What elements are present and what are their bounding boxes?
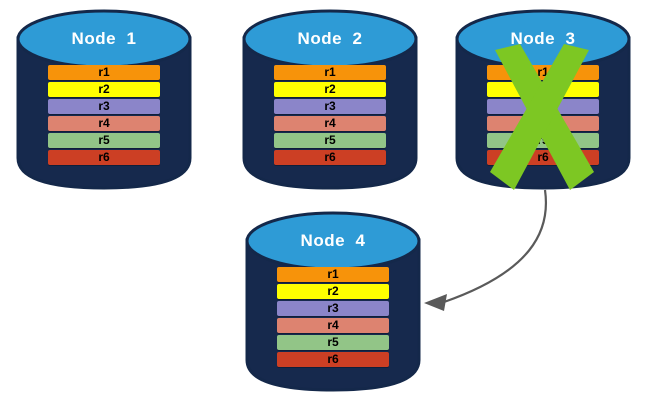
node-4-row-r3[interactable]: r3 (277, 301, 389, 316)
node-3-row-r6[interactable]: r6 (487, 150, 599, 165)
node-3-row-r4[interactable]: r4 (487, 116, 599, 131)
node-2-row-r3[interactable]: r3 (274, 99, 386, 114)
node-2-row-r2[interactable]: r2 (274, 82, 386, 97)
node-4-row-r6[interactable]: r6 (277, 352, 389, 367)
node-3-row-r5[interactable]: r5 (487, 133, 599, 148)
node-1-row-r1[interactable]: r1 (48, 65, 160, 80)
node-2-row-r4[interactable]: r4 (274, 116, 386, 131)
node-1-rows: r1 r2 r3 r4 r5 r6 (16, 65, 192, 165)
node-2-row-r5[interactable]: r5 (274, 133, 386, 148)
node-3-row-r1[interactable]: r1 (487, 65, 599, 80)
node-2[interactable]: Node 2 r1 r2 r3 r4 r5 r6 (242, 8, 418, 190)
node-3-row-r2[interactable]: r2 (487, 82, 599, 97)
node-2-row-r6[interactable]: r6 (274, 150, 386, 165)
node-4-row-r4[interactable]: r4 (277, 318, 389, 333)
node-1-row-r6[interactable]: r6 (48, 150, 160, 165)
node-1[interactable]: Node 1 r1 r2 r3 r4 r5 r6 (16, 8, 192, 190)
node-4-row-r2[interactable]: r2 (277, 284, 389, 299)
node-1-row-r2[interactable]: r2 (48, 82, 160, 97)
node-1-row-r5[interactable]: r5 (48, 133, 160, 148)
node-3[interactable]: Node 3 r1 r2 r3 r4 r5 r6 (455, 8, 631, 190)
node-3-rows: r1 r2 r3 r4 r5 r6 (455, 65, 631, 165)
node-4-row-r1[interactable]: r1 (277, 267, 389, 282)
node-4-row-r5[interactable]: r5 (277, 335, 389, 350)
node-2-row-r1[interactable]: r1 (274, 65, 386, 80)
node-2-rows: r1 r2 r3 r4 r5 r6 (242, 65, 418, 165)
node-1-row-r3[interactable]: r3 (48, 99, 160, 114)
node-4-rows: r1 r2 r3 r4 r5 r6 (245, 267, 421, 367)
node-3-row-r3[interactable]: r3 (487, 99, 599, 114)
node-4[interactable]: Node 4 r1 r2 r3 r4 r5 r6 (245, 210, 421, 392)
node-1-row-r4[interactable]: r4 (48, 116, 160, 131)
